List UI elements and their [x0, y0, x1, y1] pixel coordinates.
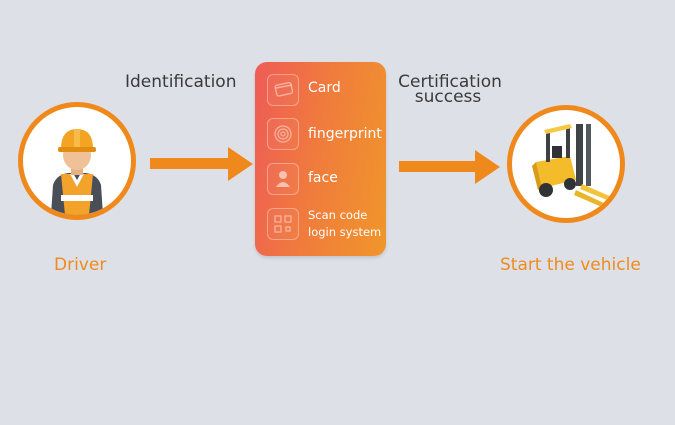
- card-icon: [267, 74, 299, 106]
- method-scan-code-line1: Scan code: [308, 208, 368, 222]
- certification-line2: success: [414, 87, 482, 107]
- vehicle-node: [507, 105, 625, 223]
- identification-arrow: [150, 147, 253, 181]
- qr-code-icon: [267, 208, 299, 240]
- method-card-label: Card: [308, 80, 341, 96]
- method-scan-code-line2: login system: [308, 225, 382, 239]
- forklift-icon: [532, 124, 614, 208]
- method-face-label: face: [308, 170, 338, 186]
- identification-methods-panel: Card fingerprint face Scan code login sy…: [255, 62, 386, 256]
- fingerprint-icon: [267, 118, 299, 150]
- method-scan-code-label: Scan code login system: [308, 207, 381, 241]
- driver-label: Driver: [54, 255, 107, 275]
- certification-label: Certification success: [396, 72, 504, 106]
- face-icon: [267, 163, 299, 195]
- vehicle-label: Start the vehicle: [500, 255, 641, 275]
- identification-label: Identification: [125, 72, 237, 92]
- certification-line1: Certification: [398, 72, 502, 92]
- driver-worker-icon: [51, 129, 103, 215]
- driver-node: [18, 102, 136, 220]
- certification-arrow: [399, 150, 500, 184]
- method-fingerprint-label: fingerprint: [308, 126, 382, 142]
